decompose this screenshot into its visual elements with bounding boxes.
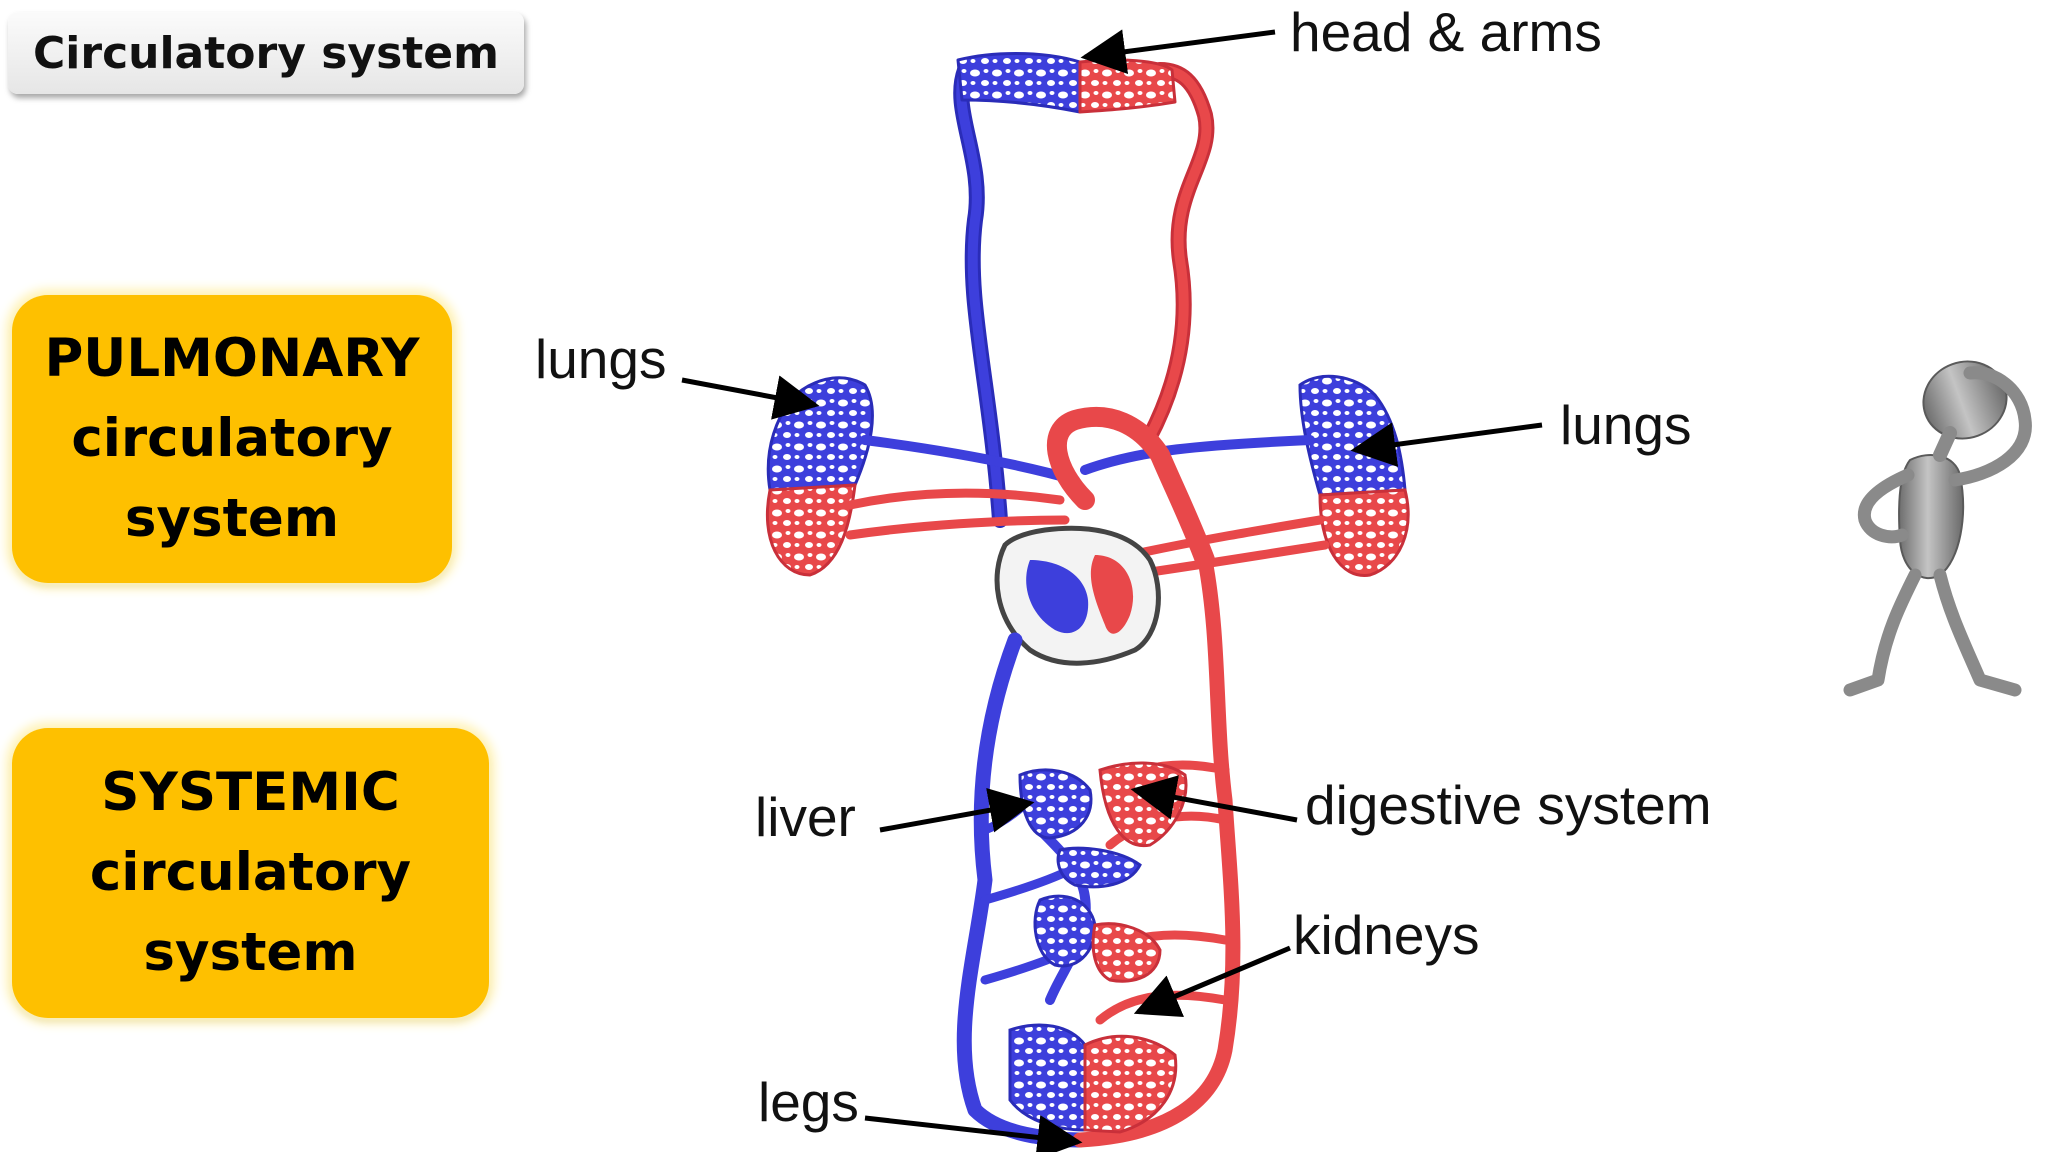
label-head-arms: head & arms [1290,1,1602,63]
pulmonary-line-2: circulatory [71,408,393,469]
arrow-kidneys [1133,945,1291,1018]
liver-capillaries [1018,768,1093,840]
systemic-system-box: SYSTEMIC circulatory system [12,728,489,1018]
arrow-lungs-right [1350,422,1543,467]
pulmonary-line-1: PULMONARY [44,328,420,389]
pulmonary-artery-right [1080,435,1315,475]
pulmonary-system-box: PULMONARY circulatory system [12,295,452,583]
legs-capillaries-red [1083,1034,1178,1134]
legs-capillaries-blue [1008,1023,1087,1132]
arrow-lungs-left [681,375,820,420]
label-digestive-system: digestive system [1305,774,1712,836]
arrow-digestive [1130,775,1298,823]
vena-cava-inferior [956,632,1088,1148]
systemic-line-3: system [143,922,358,983]
aorta-ascending-highlight [1143,65,1212,445]
right-heart-chambers [1026,560,1089,634]
label-liver: liver [755,786,856,848]
head-capillaries-blue [956,52,1082,114]
aortic-arch [1047,406,1215,570]
page-title-tab: Circulatory system [8,12,524,94]
vena-cava-superior-highlight [956,65,1005,525]
heart [994,525,1161,666]
systemic-line-2: circulatory [89,842,412,903]
organ-capillaries [1008,761,1188,1134]
aorta-descending [1072,552,1241,1148]
page-title: Circulatory system [33,27,499,79]
pulmonary-vein-left-1 [845,488,1065,510]
head-arms-circuit [953,52,1215,528]
pulmonary-line-3: system [124,488,340,549]
digestive-capillaries-red [1098,761,1188,848]
pulmonary-vein-right-1 [1125,515,1325,560]
kidney-capillaries-blue [1033,894,1097,968]
thinking-person-icon [1843,360,2032,697]
label-arrows [681,29,1543,1152]
systemic-line-1: SYSTEMIC [101,762,400,823]
label-lungs-left: lungs [535,328,667,390]
pulmonary-artery-left [860,435,1080,485]
label-legs: legs [758,1071,859,1133]
head-capillaries-red [1078,58,1177,114]
left-lung-capillaries-blue [766,376,874,492]
arrow-liver [879,788,1035,833]
right-lung-capillaries-blue [1298,374,1407,497]
right-lung-capillaries-red [1318,488,1410,577]
left-heart-chambers [1090,555,1134,634]
label-lungs-right: lungs [1560,394,1692,456]
pulmonary-vein-left-2 [845,515,1070,540]
label-kidneys: kidneys [1293,904,1480,966]
arrow-head-arms [1080,29,1276,75]
arrow-legs [864,1115,1083,1152]
digestive-capillaries-blue [1056,846,1142,889]
left-lung-capillaries-red [765,483,857,577]
